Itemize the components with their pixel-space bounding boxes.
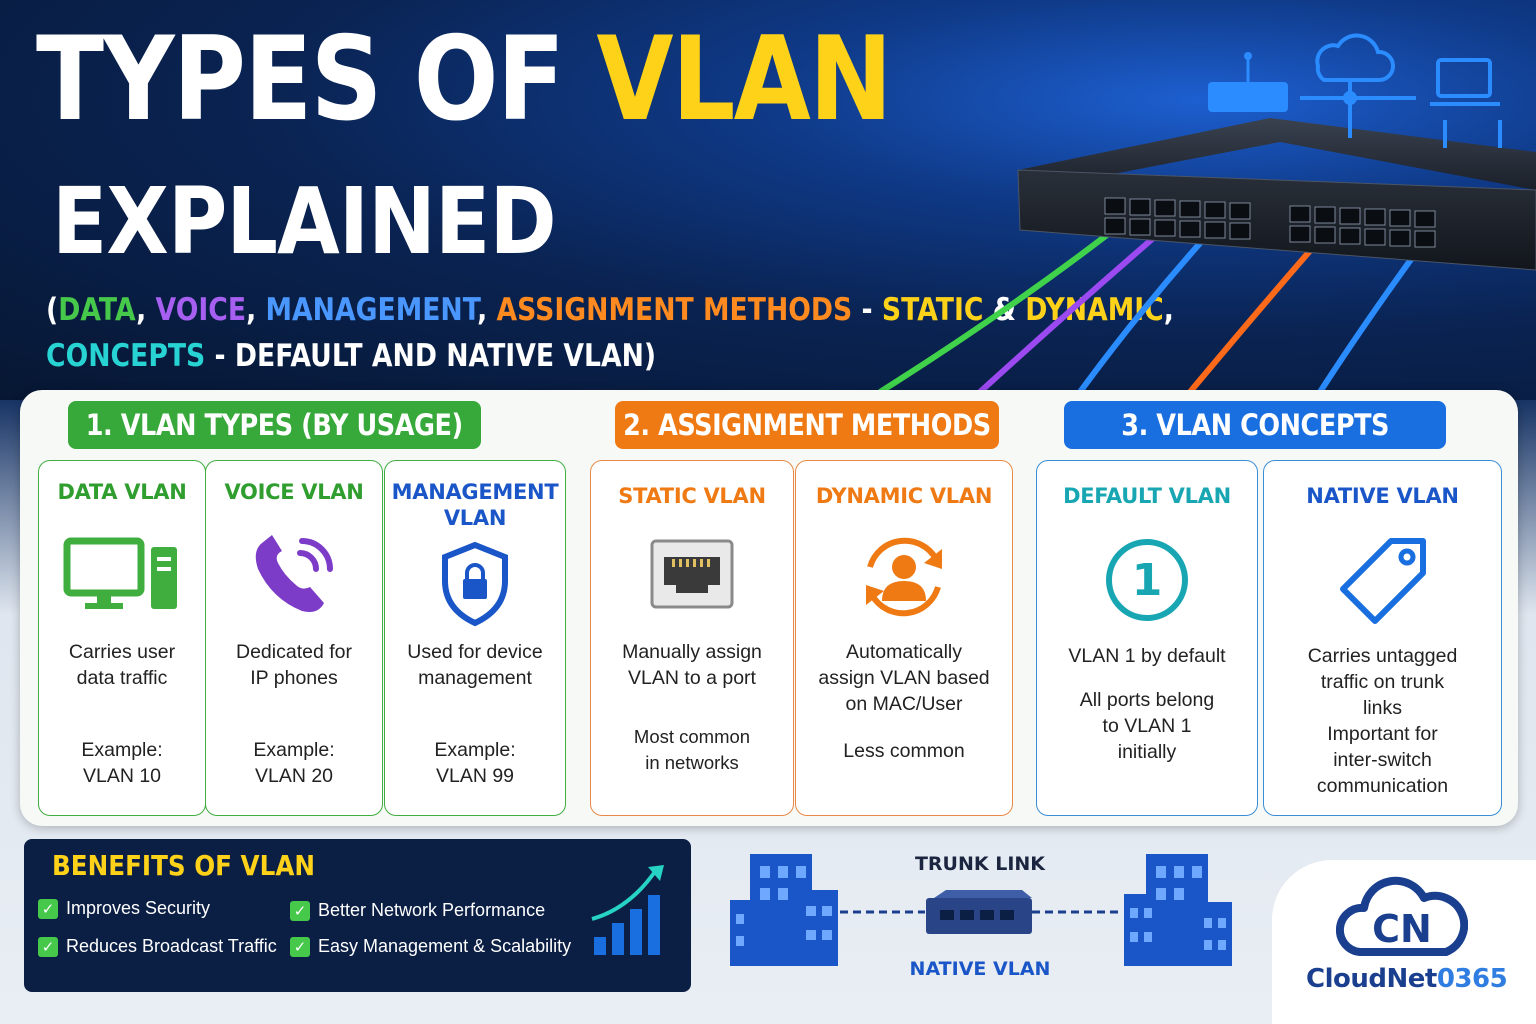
benefit-item: ✓Improves Security bbox=[38, 898, 210, 919]
cloud-icon bbox=[1300, 33, 1416, 138]
benefit-item: ✓Better Network Performance bbox=[290, 900, 545, 921]
section-head-assignment-methods: 2. ASSIGNMENT METHODS bbox=[615, 401, 999, 449]
switch-ports bbox=[1104, 197, 1436, 248]
title-accent: VLAN bbox=[596, 12, 892, 147]
switch-icon bbox=[926, 890, 1032, 934]
trunk-diagram bbox=[730, 854, 1232, 966]
section-head-vlan-concepts: 3. VLAN CONCEPTS bbox=[1064, 401, 1446, 449]
laptop-icon bbox=[1430, 58, 1502, 148]
title-line-2: EXPLAINED bbox=[52, 168, 557, 275]
subtitle: (DATA, VOICE, MANAGEMENT, ASSIGNMENT MET… bbox=[46, 292, 1174, 374]
check-icon: ✓ bbox=[38, 898, 58, 919]
benefit-item: ✓Reduces Broadcast Traffic bbox=[38, 936, 277, 957]
building-icon bbox=[1124, 854, 1232, 966]
hero-banner: TYPES OF VLAN EXPLAINED (DATA, VOICE, MA… bbox=[0, 0, 1536, 400]
building-icon bbox=[730, 854, 838, 966]
user-sync-icon bbox=[866, 537, 942, 617]
benefits-box: BENEFITS OF VLAN ✓Improves Security ✓Bet… bbox=[24, 839, 691, 992]
card-default-vlan: DEFAULT VLAN 1 VLAN 1 by default All por… bbox=[1036, 460, 1258, 816]
section-head-vlan-types: 1. VLAN TYPES (BY USAGE) bbox=[68, 401, 481, 449]
trunk-link-label: TRUNK LINK bbox=[914, 853, 1046, 875]
number-one-icon: 1 bbox=[1106, 539, 1188, 621]
cloud-icon: CN bbox=[1336, 876, 1468, 956]
growth-chart-icon bbox=[591, 865, 664, 955]
network-switch-illustration bbox=[878, 33, 1536, 395]
benefit-item: ✓Easy Management & Scalability bbox=[290, 936, 571, 957]
ethernet-port-icon bbox=[650, 539, 734, 609]
phone-icon bbox=[255, 535, 333, 612]
title-line-1: TYPES OF VLAN bbox=[36, 12, 893, 147]
router-icon bbox=[1208, 52, 1288, 112]
shield-lock-icon bbox=[442, 541, 508, 627]
computer-icon bbox=[63, 537, 177, 609]
check-icon: ✓ bbox=[290, 900, 310, 921]
check-icon: ✓ bbox=[38, 936, 58, 957]
tag-icon bbox=[1339, 538, 1426, 624]
brand-logo: CN CloudNet0365 bbox=[1272, 860, 1536, 1024]
native-vlan-label: NATIVE VLAN bbox=[909, 958, 1051, 980]
benefits-title: BENEFITS OF VLAN bbox=[52, 849, 316, 882]
svg-text:CN: CN bbox=[1372, 907, 1432, 951]
check-icon: ✓ bbox=[290, 936, 310, 957]
